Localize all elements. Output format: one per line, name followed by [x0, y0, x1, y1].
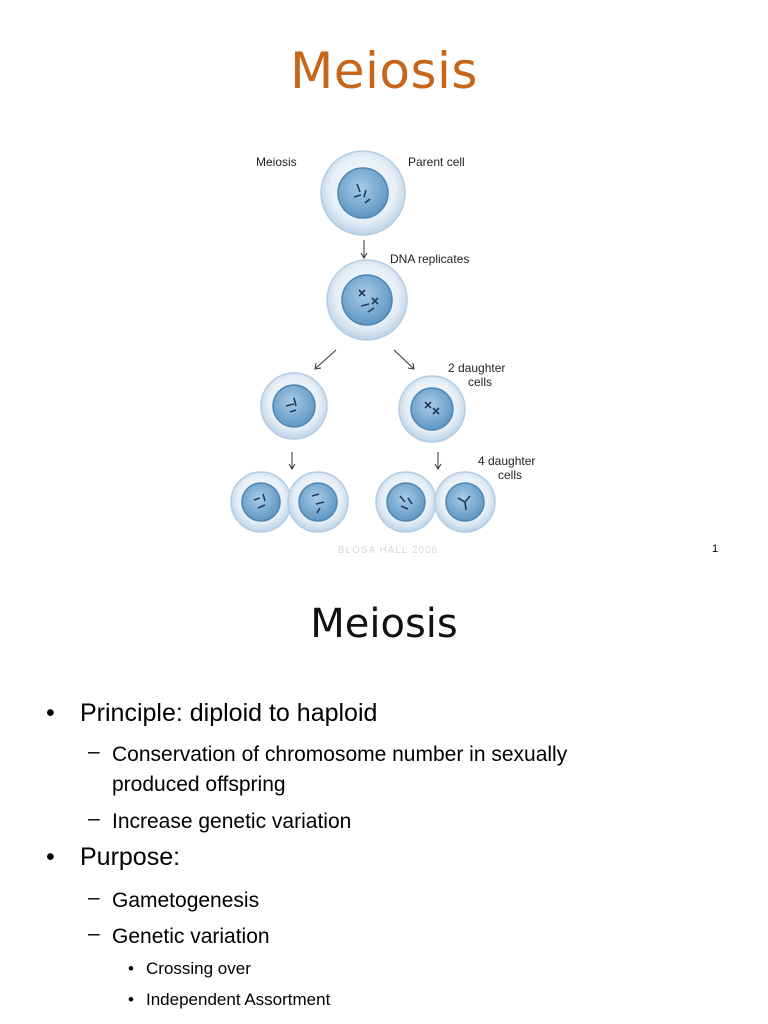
crossing-over-text: Crossing over [146, 959, 251, 978]
label-two-daughter-cells: cells [468, 375, 492, 389]
final-cell-1 [230, 471, 292, 533]
dash-glyph: – [88, 740, 100, 763]
label-four-daughter: 4 daughter [478, 454, 535, 468]
parent-cell [320, 150, 406, 236]
meiosis-diagram: Meiosis Parent cell DNA replicates 2 dau… [230, 150, 535, 533]
sub-bullet-variation-text: Increase genetic variation [112, 810, 352, 833]
final-cell-2 [287, 471, 349, 533]
arrow-down-1 [360, 240, 368, 259]
daughter-cell-right [398, 375, 466, 443]
label-meiosis: Meiosis [256, 155, 297, 169]
slide-2-title: Meiosis [310, 601, 458, 647]
label-four-daughter-cells: cells [498, 468, 522, 482]
sub-bullet-conservation-text: Conservation of chromosome number in sex… [112, 740, 712, 800]
image-credit: BLOSA HALL 2006 [337, 545, 439, 556]
dash-glyph: – [88, 922, 100, 945]
slide-1-title: Meiosis [290, 42, 478, 100]
bullet-principle-text: Principle: diploid to haploid [80, 699, 378, 727]
sub-bullet-genetic-variation-text: Genetic variation [112, 925, 270, 948]
final-cell-4 [434, 471, 496, 533]
final-cell-3 [375, 471, 437, 533]
replicated-cell [326, 259, 408, 341]
slide-2: Meiosis [0, 576, 768, 1024]
arrow-down-left [288, 452, 296, 470]
sub-bullet-gametogenesis-text: Gametogenesis [112, 889, 260, 912]
independent-assortment-text: Independent Assortment [146, 990, 331, 1009]
bullet-glyph: • [128, 959, 134, 978]
bullet-glyph: • [46, 843, 55, 871]
page-number: 1 [712, 543, 719, 555]
arrow-right-down [393, 349, 415, 370]
dash-glyph: – [88, 886, 100, 909]
daughter-cell-left [260, 372, 328, 440]
conservation-line-2: produced offspring [112, 773, 286, 796]
bullet-glyph: • [128, 990, 134, 1009]
bullet-glyph: • [46, 699, 55, 727]
dash-glyph: – [88, 807, 100, 830]
conservation-line-1: Conservation of chromosome number in sex… [112, 743, 568, 766]
label-dna-replicates: DNA replicates [390, 252, 469, 266]
label-two-daughter: 2 daughter [448, 361, 505, 375]
slide-1: Meiosis Meiosis Parent cell DNA replicat… [230, 42, 719, 556]
label-parent-cell: Parent cell [408, 155, 465, 169]
arrow-left-down [314, 349, 337, 370]
bullet-purpose-text: Purpose: [80, 843, 181, 871]
arrow-down-right [434, 452, 442, 470]
